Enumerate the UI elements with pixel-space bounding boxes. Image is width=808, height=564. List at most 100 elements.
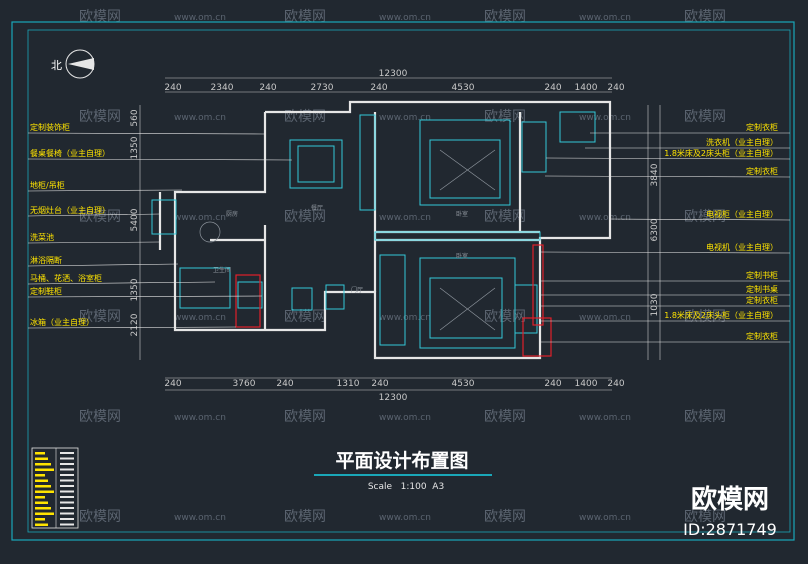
watermark-url: www.om.cn [579,213,631,223]
callout-label-left: 无烟灶台（业主自理） [30,205,110,215]
watermark-url: www.om.cn [579,313,631,323]
right-leader-layer: 定制衣柜洗衣机（业主自理）1.8米床及2床头柜（业主自理）定制衣柜电视柜（业主自… [539,122,791,343]
title-block-cell [60,485,74,487]
watermark-url: www.om.cn [579,13,631,23]
dimension-top: 240 [259,83,276,93]
watermark-brand: 欧模网 [684,509,726,525]
leader-line [27,263,179,267]
watermark-brand: 欧模网 [684,409,726,425]
furniture [151,111,596,349]
title-block-row [35,523,48,526]
title-block-row [35,468,54,471]
dimension-bottom: 240 [164,379,181,389]
title-block-cell [60,468,74,471]
title-block [31,447,79,529]
watermark-brand: 欧模网 [284,209,326,225]
dimension-right: 3840 [650,163,660,186]
watermark-url: www.om.cn [379,13,431,23]
watermark-url: www.om.cn [174,313,226,323]
leader-line [27,241,161,244]
dimension-right: 1030 [650,293,660,316]
furniture-detail [199,149,496,331]
leader-line [27,213,161,217]
dimension-top: 4530 [452,83,475,93]
dimension-bottom: 3760 [233,379,256,389]
watermark-url: www.om.cn [379,213,431,223]
watermark-url: www.om.cn [174,513,226,523]
dimension-bottom: 1310 [337,379,360,389]
watermark-brand: 欧模网 [79,109,121,125]
title-block-cell [60,501,74,504]
watermark-url: www.om.cn [174,113,226,123]
dimension-left: 1350 [130,136,140,159]
highlight-marks [235,244,552,357]
callout-label-right: 定制书柜 [746,270,778,280]
title-block-row [35,463,51,466]
leader-line [544,175,791,178]
watermark-brand: 欧模网 [484,209,526,225]
dimension-right: 6300 [650,218,660,241]
callout-label-right: 电视柜（业主自理） [706,209,778,219]
leader-line [609,218,791,221]
left-leader-layer: 定制装饰柜餐桌餐椅（业主自理）地柜/吊柜无烟灶台（业主自理）洗菜池淋浴隔断马桶、… [27,122,293,329]
watermark-url: www.om.cn [174,413,226,423]
callout-label-right: 定制衣柜 [746,166,778,176]
callout-label-right: 1.8米床及2床头柜（业主自理） [664,310,778,320]
scale-line: Scale 1:100 A3 [368,482,444,492]
title-block-row [35,507,51,510]
watermark-brand: 欧模网 [79,309,121,325]
watermark-url: www.om.cn [174,213,226,223]
dimension-left: 2120 [130,313,140,336]
title-block-row [35,457,48,460]
brand-watermark-large: 欧模网 [691,484,769,515]
dimension-bottom: 240 [607,379,624,389]
callout-label-left: 马桶、花洒、浴室柜 [30,273,102,283]
dimension-bottom: 1400 [575,379,598,389]
title-block-row [35,479,48,482]
title-block-cell [60,518,74,520]
title-block-row [35,490,54,493]
title-block-cell [60,507,74,509]
north-label: 北 [51,59,62,72]
callout-label-right: 洗衣机（业主自理） [706,137,778,147]
title-block-row [35,474,45,477]
watermark-brand: 欧模网 [484,109,526,125]
id-watermark: ID:2871749 [683,520,777,539]
callout-label-left: 淋浴隔断 [30,255,62,265]
title-block-cell [60,479,74,482]
leader-line [545,157,791,160]
title-block-row [35,512,54,515]
callout-label-right: 定制衣柜 [746,295,778,305]
watermark-brand: 欧模网 [484,309,526,325]
title-block-row [35,485,51,488]
callout-label-right: 定制衣柜 [746,122,778,132]
dimension-top: 240 [544,83,561,93]
watermark-url: www.om.cn [579,413,631,423]
watermark-brand: 欧模网 [79,509,121,525]
drawing-title: 平面设计布置图 [335,449,468,472]
title-block-cell [60,496,74,498]
callout-label-left: 冰箱（业主自理） [30,317,94,327]
callout-label-left: 地柜/吊柜 [30,180,65,190]
watermark-brand: 欧模网 [79,409,121,425]
dimension-bottom: 240 [276,379,293,389]
outer-frame [11,21,795,541]
dimension-lines [139,77,661,391]
callout-label-right: 定制书桌 [746,284,778,294]
dimension-top: 240 [370,83,387,93]
callout-label-right: 电视机（业主自理） [706,242,778,252]
title-block-cell [60,474,74,476]
watermark-url: www.om.cn [379,513,431,523]
callout-label-left: 定制鞋柜 [30,286,62,296]
dimension-bottom-total: 12300 [379,393,408,403]
watermark-brand: 欧模网 [284,409,326,425]
dimension-top: 2340 [211,83,234,93]
watermark-brand: 欧模网 [284,9,326,25]
callout-label-left: 洗菜池 [30,232,54,242]
watermark-brand: 欧模网 [284,509,326,525]
title-block-cell [60,490,74,493]
title-block-cell [60,523,74,526]
